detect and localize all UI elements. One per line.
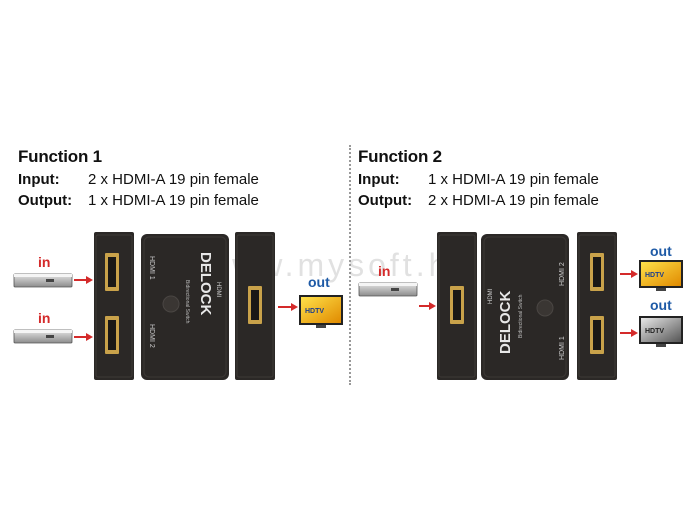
function1-switch-top-view: HDMI 1 HDMI 2 Bidirectional Switch DELOC… (141, 234, 229, 380)
select-button-icon (536, 299, 554, 317)
function2-port-label-1: HDMI 2 (559, 262, 566, 286)
function2-input-value: 1 x HDMI-A 19 pin female (428, 171, 599, 188)
function2-tv-icon-2: HDTV (639, 316, 683, 347)
function1-port-label-2: HDMI 2 (148, 324, 155, 348)
function2-port-label-3: HDMI (488, 288, 494, 304)
function1-output-arrow (278, 303, 298, 311)
function1-out-label: out (308, 274, 330, 290)
function2-device-caption: Bidirectional Switch (518, 294, 524, 338)
function2-output-label: Output: (358, 192, 413, 209)
function2-title: Function 2 (358, 147, 442, 166)
function2-output-arrow-2 (620, 329, 638, 337)
hdmi-port-icon (590, 316, 604, 354)
function1-port-label-1: HDMI 1 (148, 256, 155, 280)
function1-input-arrow-2 (74, 333, 93, 341)
function1-input-value: 2 x HDMI-A 19 pin female (88, 171, 259, 188)
function2-port-label-2: HDMI 1 (559, 336, 566, 360)
function1-output-label: Output: (18, 192, 73, 209)
function1-brand-logo: DELOCK (197, 252, 214, 316)
select-button-icon (162, 295, 180, 313)
function1-tv-text: HDTV (305, 308, 324, 315)
hdmi-port-icon (248, 286, 262, 324)
function2-out-label-2: out (650, 297, 672, 313)
function2-input-side-panel (437, 232, 477, 380)
function1-in-label-1: in (38, 254, 50, 270)
function1-title: Function 1 (18, 147, 102, 166)
function2-output-arrow-1 (620, 270, 638, 278)
function2-input-label: Input: (358, 171, 400, 188)
hdmi-port-icon (105, 253, 119, 291)
function1-device-caption: Bidirectional Switch (184, 280, 190, 324)
hdmi-port-icon (105, 316, 119, 354)
function1-input-arrow-1 (74, 276, 93, 284)
function2-output-value: 2 x HDMI-A 19 pin female (428, 192, 599, 209)
function1-tv-icon: HDTV (299, 295, 343, 328)
hdmi-port-icon (450, 286, 464, 324)
function2-tv-text-2: HDTV (645, 328, 664, 335)
function1-input-label: Input: (18, 171, 60, 188)
function2-source-device (358, 282, 418, 297)
function1-port-label-3: HDMI (215, 282, 221, 298)
function2-switch-top-view: HDMI DELOCK Bidirectional Switch HDMI 2 … (481, 234, 569, 380)
function2-out-label-1: out (650, 243, 672, 259)
function2-input-arrow (419, 302, 436, 310)
function1-in-label-2: in (38, 310, 50, 326)
function2-output-side-panel (577, 232, 617, 380)
function2-diagram: in HDMI DELOCK Bidirectional Switch HDMI… (358, 232, 683, 380)
function2-in-label: in (378, 263, 390, 279)
function2-tv-text-1: HDTV (645, 272, 664, 279)
function1-input-side-panel (94, 232, 134, 380)
function2-tv-icon-1: HDTV (639, 260, 683, 291)
function1-diagram: in in HDMI 1 HDMI (13, 232, 343, 380)
hdmi-port-icon (590, 253, 604, 291)
function1-output-value: 1 x HDMI-A 19 pin female (88, 192, 259, 209)
function1-source-device-1 (13, 273, 73, 288)
function2-brand-logo: DELOCK (497, 291, 514, 355)
function1-source-device-2 (13, 329, 73, 344)
section-divider (349, 145, 351, 385)
function1-output-side-panel (235, 232, 275, 380)
